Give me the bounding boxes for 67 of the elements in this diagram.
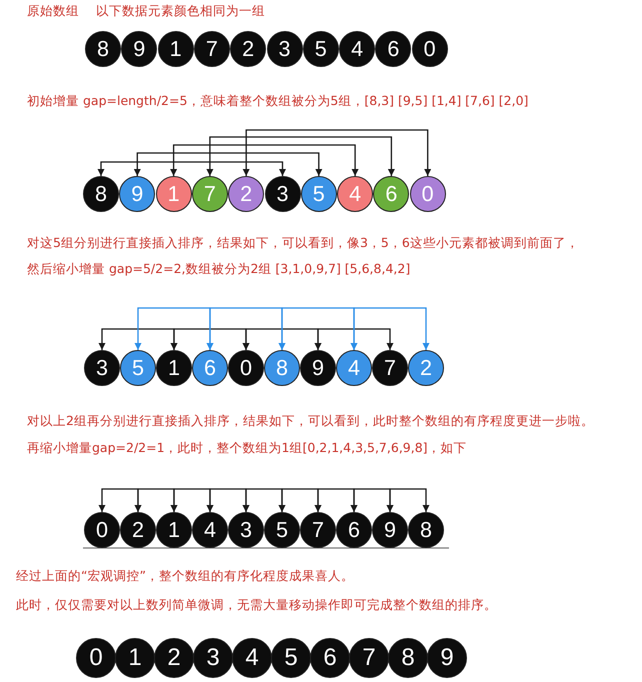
arrow bbox=[314, 328, 394, 350]
number-circle: 2 bbox=[408, 350, 444, 386]
arrow bbox=[242, 129, 432, 176]
number-circle: 7 bbox=[192, 176, 228, 212]
number-circle: 6 bbox=[310, 638, 350, 678]
number-circle: 0 bbox=[412, 31, 448, 67]
note-text: 此时，仅仅需要对以上数列简单微调，无需大量移动操作即可完成整个数组的排序。 bbox=[16, 597, 497, 613]
arrow bbox=[386, 488, 430, 512]
number-circle: 1 bbox=[156, 512, 192, 548]
note-text: 经过上面的“宏观调控”，整个数组的有序化程度成果喜人。 bbox=[16, 568, 354, 584]
note-text: 然后缩小增量 gap=5/2=2,数组被分为2组 [3,1,0,9,7] [5,6,8,4,2] bbox=[27, 261, 410, 277]
number-circle: 1 bbox=[156, 350, 192, 386]
number-circle: 4 bbox=[336, 350, 372, 386]
number-circle: 8 bbox=[388, 638, 428, 678]
number-circle: 7 bbox=[349, 638, 389, 678]
number-circle: 5 bbox=[264, 512, 300, 548]
number-circle: 7 bbox=[194, 31, 230, 67]
number-circle: 5 bbox=[302, 31, 339, 67]
number-circle: 0 bbox=[410, 176, 446, 212]
number-circle: 8 bbox=[408, 512, 444, 548]
number-circle: 7 bbox=[372, 350, 408, 386]
number-circle: 4 bbox=[339, 31, 376, 67]
number-circle: 2 bbox=[228, 176, 264, 212]
number-circle: 8 bbox=[264, 350, 300, 386]
number-circle: 2 bbox=[154, 638, 194, 678]
number-circle: 1 bbox=[158, 31, 194, 67]
number-circle: 8 bbox=[85, 31, 121, 67]
number-circle: 5 bbox=[300, 176, 337, 212]
number-circle: 0 bbox=[76, 638, 116, 678]
number-circle: 3 bbox=[264, 176, 300, 212]
number-circle: 4 bbox=[337, 176, 374, 212]
arrow bbox=[170, 144, 359, 176]
number-circle: 7 bbox=[300, 512, 336, 548]
number-circle: 3 bbox=[84, 350, 120, 386]
number-circle: 2 bbox=[120, 512, 156, 548]
number-circle: 9 bbox=[121, 31, 158, 67]
note-text: 以下数据元素颜色相同为一组 bbox=[96, 3, 265, 19]
note-text: 原始数组 bbox=[27, 3, 79, 19]
number-circle: 6 bbox=[373, 176, 410, 212]
note-text: 再缩小增量gap=2/2=1，此时，整个数组为1组[0,2,1,4,3,5,7,6,9,8]，如下 bbox=[27, 440, 467, 456]
note-text: 初始增量 gap=length/2=5，意味着整个数组被分为5组，[8,3] [9,5] [1,4] [7,6] [2,0] bbox=[27, 93, 528, 109]
number-circle: 4 bbox=[192, 512, 228, 548]
number-circle: 1 bbox=[156, 176, 192, 212]
number-circle: 9 bbox=[372, 512, 408, 548]
arrow bbox=[98, 161, 286, 176]
number-circle: 9 bbox=[427, 638, 467, 678]
number-circle: 6 bbox=[375, 31, 412, 67]
number-circle: 9 bbox=[300, 350, 336, 386]
note-text: 对以上2组再分别进行直接插入排序，结果如下，可以看到，此时整个数组的有序程度更进一步啦。 bbox=[27, 413, 594, 429]
number-circle: 6 bbox=[192, 350, 228, 386]
number-circle: 8 bbox=[83, 176, 119, 212]
arrow bbox=[134, 152, 322, 176]
number-circle: 5 bbox=[271, 638, 311, 678]
number-circle: 3 bbox=[266, 31, 302, 67]
number-circle: 3 bbox=[193, 638, 233, 678]
number-circle: 2 bbox=[230, 31, 266, 67]
number-circle: 4 bbox=[232, 638, 272, 678]
number-circle: 9 bbox=[119, 176, 156, 212]
note-text: 对这5组分别进行直接插入排序，结果如下，可以看到，像3，5，6这些小元素都被调到前面了， bbox=[27, 235, 579, 251]
arrow bbox=[350, 307, 430, 350]
number-circle: 5 bbox=[120, 350, 156, 386]
number-circle: 6 bbox=[336, 512, 372, 548]
number-circle: 0 bbox=[228, 350, 264, 386]
arrow bbox=[206, 136, 395, 176]
number-circle: 3 bbox=[228, 512, 264, 548]
number-circle: 1 bbox=[115, 638, 155, 678]
number-circle: 0 bbox=[84, 512, 120, 548]
